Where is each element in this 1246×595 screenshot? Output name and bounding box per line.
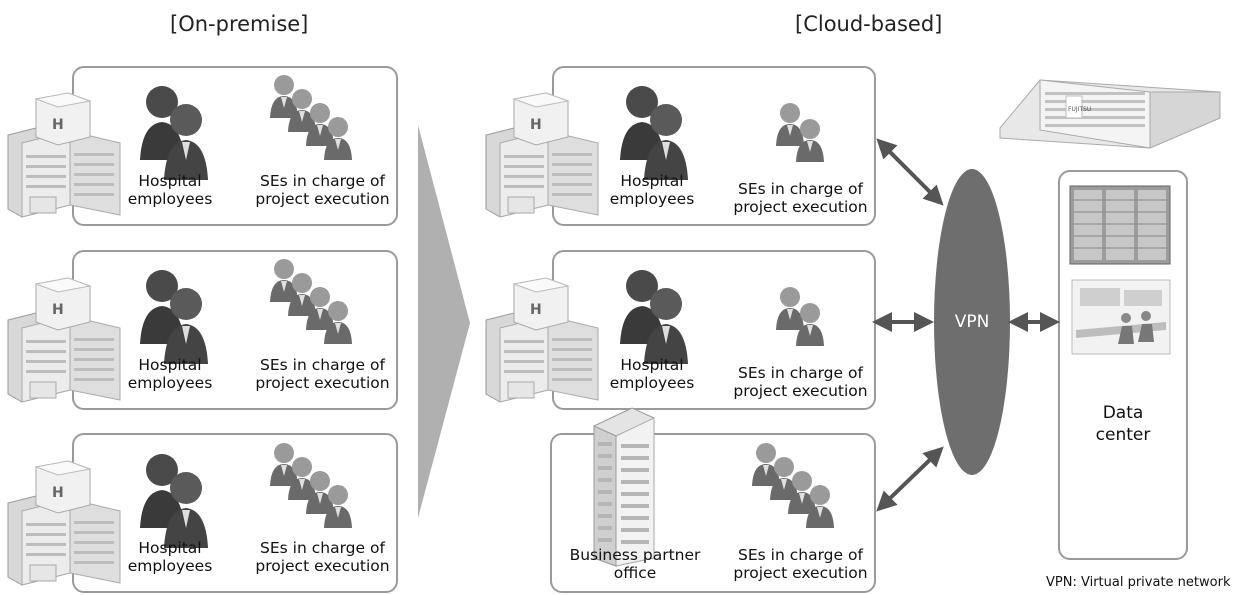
ses-label: SEs in charge of project execution bbox=[733, 546, 868, 582]
hospital-employees-icon bbox=[620, 86, 688, 180]
hospital-employees-label: Hospital employees bbox=[609, 356, 695, 392]
connection-arrow-3 bbox=[876, 446, 944, 512]
ses-label: SEs in charge of project execution bbox=[255, 356, 390, 392]
hospital-employees-icon bbox=[620, 270, 688, 364]
business-partner-label: Business partner office bbox=[569, 546, 701, 582]
cloud-site-1 bbox=[552, 66, 876, 226]
vpn-footnote: VPN: Virtual private network bbox=[1046, 575, 1231, 590]
ses-label: SEs in charge of project execution bbox=[255, 172, 390, 208]
ses-group-icon bbox=[270, 443, 352, 528]
hospital-employees-label: Hospital employees bbox=[127, 539, 213, 575]
hospital-employees-icon bbox=[140, 270, 208, 364]
hospital-building-icon bbox=[485, 92, 599, 218]
ses-group-icon bbox=[776, 287, 824, 346]
vpn-ellipse bbox=[934, 169, 1010, 475]
ses-group-icon bbox=[270, 75, 352, 160]
datacenter-building-icon: FUJITSU bbox=[999, 79, 1221, 149]
svg-text:FUJITSU: FUJITSU bbox=[1068, 106, 1091, 113]
vpn-label: VPN bbox=[954, 312, 990, 332]
operators-icon bbox=[1071, 279, 1171, 355]
hospital-employees-label: Hospital employees bbox=[609, 172, 695, 208]
ses-group-icon bbox=[270, 259, 352, 344]
hospital-employees-icon bbox=[140, 454, 208, 548]
cloud-site-2 bbox=[552, 250, 876, 410]
server-rack-icon bbox=[1069, 185, 1171, 265]
hospital-employees-label: Hospital employees bbox=[127, 172, 213, 208]
connection-arrow-1 bbox=[876, 138, 944, 206]
ses-label: SEs in charge of project execution bbox=[733, 364, 868, 400]
hospital-employees-label: Hospital employees bbox=[127, 356, 213, 392]
ses-label: SEs in charge of project execution bbox=[733, 180, 868, 216]
hospital-employees-icon bbox=[140, 86, 208, 180]
cloud-based-title: [Cloud-based] bbox=[795, 12, 943, 36]
hospital-building-icon bbox=[7, 277, 121, 403]
hospital-building-icon bbox=[7, 92, 121, 218]
hospital-building-icon bbox=[485, 277, 599, 403]
data-center-label: Data center bbox=[1095, 403, 1151, 445]
hospital-building-icon bbox=[7, 460, 121, 586]
ses-label: SEs in charge of project execution bbox=[255, 539, 390, 575]
office-tower-icon bbox=[593, 407, 655, 567]
ses-group-icon bbox=[752, 443, 834, 528]
on-premise-title: [On-premise] bbox=[170, 12, 309, 36]
ses-group-icon bbox=[776, 103, 824, 162]
